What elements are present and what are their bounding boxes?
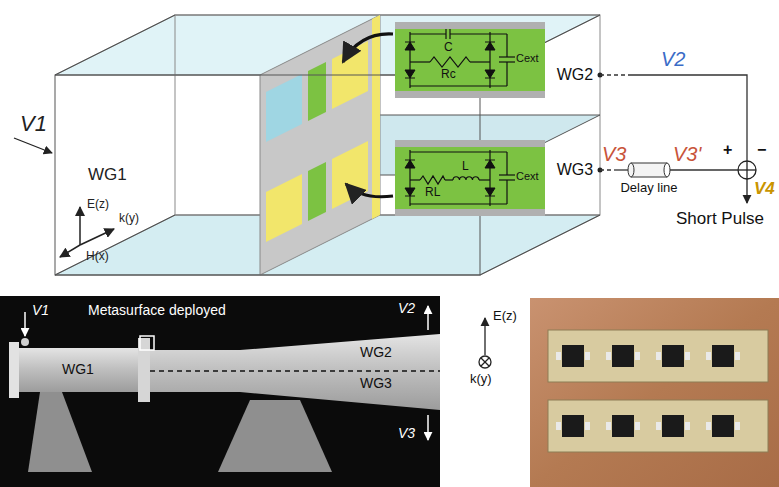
metasurface-photo [530,298,779,487]
figure-label: V1 [32,303,49,318]
signal-line [670,169,738,170]
output-arrow [746,179,747,203]
figure-label: Metasurface deployed [88,303,226,318]
figure-label: V1 [20,112,47,136]
signal-label: V3' [673,143,701,165]
node-text: + [723,141,732,159]
node-text: WG3 [557,161,593,179]
node-text: Cext [516,52,539,64]
inset-arrow [346,184,393,197]
waveguide-port: WG2 [550,40,600,110]
delay-line-cylinder [628,163,670,177]
signal-label: V3 [602,143,626,165]
waveguide-photo [0,296,440,487]
field-axis [479,318,491,368]
signal-line [614,169,628,170]
signal-connector [600,170,628,171]
node-text: Rc [441,68,456,81]
figure-label: WG3 [360,376,392,391]
figure-label: k(y) [470,372,492,386]
metasurface-panel [260,15,380,275]
node-text: C [444,41,453,54]
figure-label: Short Pulse [676,210,764,229]
circuit-inset: L RL Cext [395,140,545,216]
waveguide-box [55,15,600,275]
figure-label: V3 [398,426,415,441]
figure-label: E(z) [493,309,517,323]
node-text: L [462,160,469,173]
figure-label: WG2 [360,345,392,360]
figure-label: H(x) [86,250,109,263]
figure-label: E(z) [87,198,109,211]
node-text: Delay line [620,181,677,195]
figure-label: WG1 [62,362,94,377]
delay-line: Delay line [628,163,670,177]
circuit-inset-top [395,22,545,98]
summing-junction [738,161,756,179]
inset-arrow [343,34,393,62]
summing-junction: +− [738,161,756,179]
node-text: RL [425,186,440,199]
circuit-inset: C Rc Cext [395,22,545,98]
input-arrow [14,138,52,153]
signal-connector [670,170,738,171]
figure-label: V4 [754,180,775,199]
signal-label: V2 [661,48,685,70]
figure-label: V2 [398,301,415,316]
dashed-lead [600,74,630,75]
figure-label: WG1 [88,166,127,185]
waveguide-port: WG3 [550,135,600,205]
figure-label: k(y) [119,212,139,225]
box-front-edges [55,15,600,275]
circuit-inset-bottom [395,140,545,216]
dashed-lead [600,169,614,170]
node-text: Cext [516,170,539,182]
node-text: WG2 [557,66,593,84]
node-text: − [757,141,766,159]
